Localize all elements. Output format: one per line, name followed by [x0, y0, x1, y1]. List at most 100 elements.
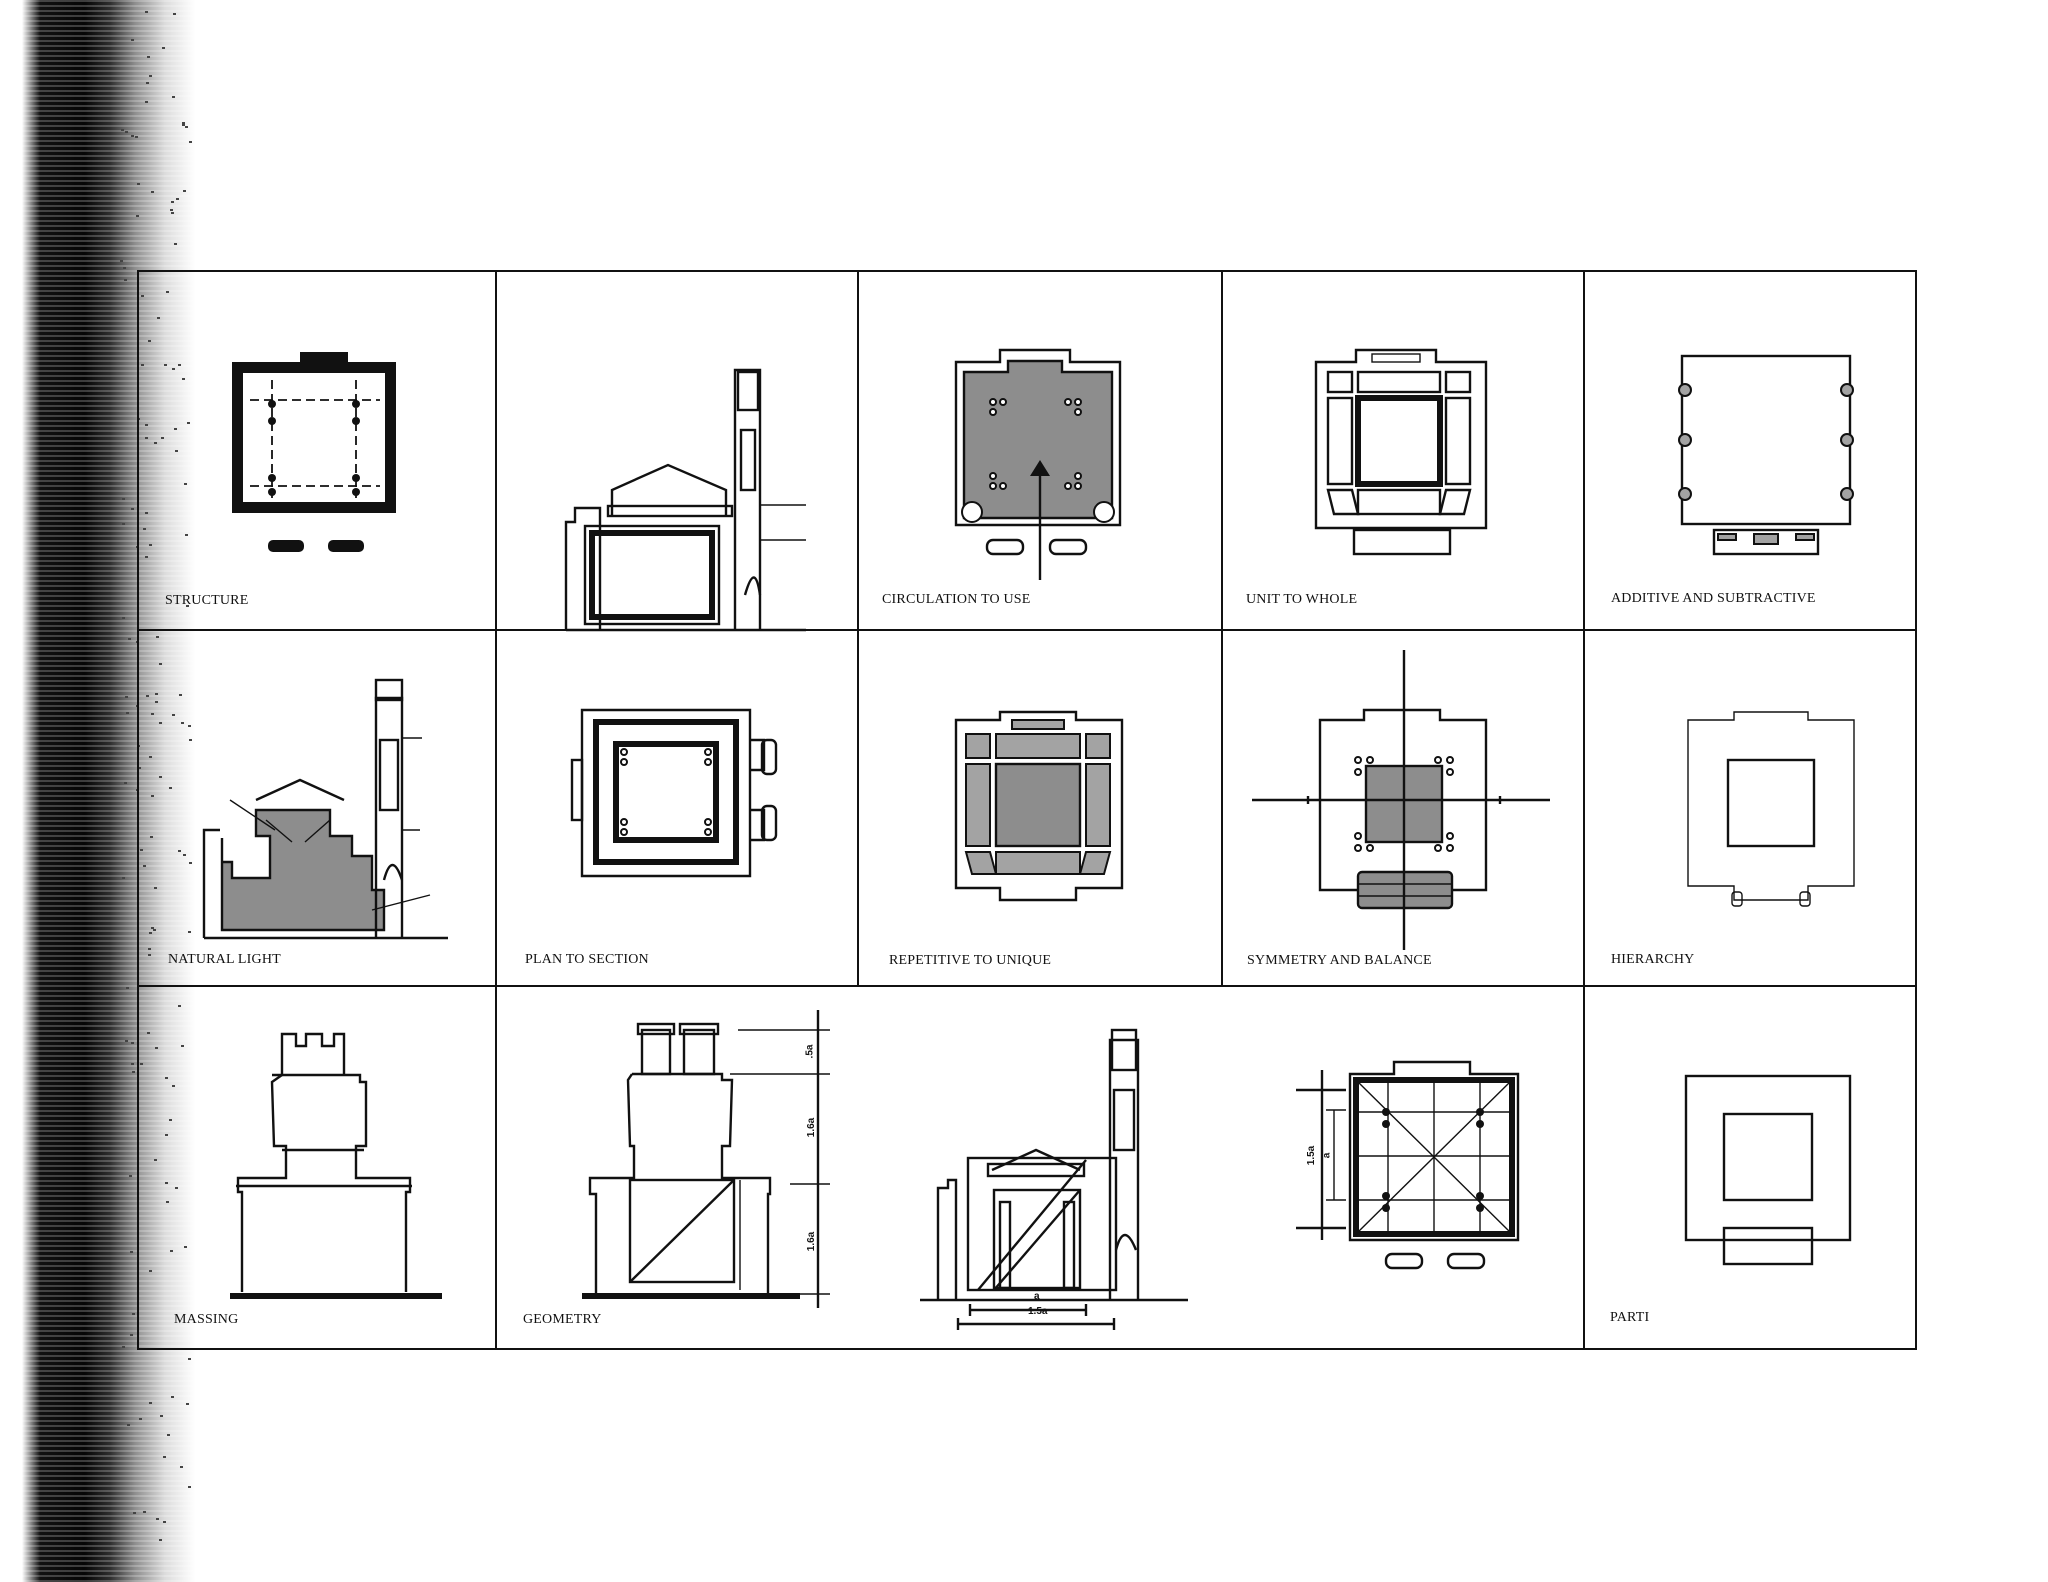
scan-speck [159, 663, 162, 665]
scan-speck [132, 1071, 135, 1073]
label-massing: MASSING [174, 1312, 239, 1327]
diagram-plan-hierarchy [1687, 711, 1855, 907]
scan-speck [162, 47, 165, 49]
scan-speck [153, 929, 156, 931]
dim-label-plan-a: a [1321, 1152, 1333, 1159]
scan-speck [147, 1032, 150, 1034]
scan-speck [169, 1119, 172, 1121]
diagram-plan-structure [232, 352, 396, 552]
scan-speck [157, 317, 160, 319]
scan-speck [172, 1085, 175, 1087]
scan-speck [151, 191, 154, 193]
scan-speck [136, 215, 139, 217]
dim-label-mid: 1.6a [806, 1117, 818, 1138]
scan-speck [163, 1521, 166, 1523]
scan-speck [125, 131, 128, 133]
scan-speck [145, 424, 148, 426]
scan-speck [155, 693, 158, 695]
scan-speck [182, 378, 185, 380]
label-geometry: GEOMETRY [523, 1312, 602, 1327]
scan-speck [145, 437, 148, 439]
scan-speck [156, 636, 159, 638]
scan-speck [122, 523, 125, 525]
scan-speck [180, 1466, 183, 1468]
scan-speck [143, 1511, 146, 1513]
scan-speck [159, 722, 162, 724]
dim-label-plan-depth: 1.5a [1306, 1145, 1318, 1166]
scan-speck [154, 442, 157, 444]
scan-speck [121, 129, 124, 131]
scan-speck [170, 1250, 173, 1252]
scan-speck [171, 1396, 174, 1398]
scan-speck [187, 422, 190, 424]
scan-speck [143, 865, 146, 867]
label-plan-to-section: PLAN TO SECTION [525, 952, 649, 967]
scan-speck [183, 190, 186, 192]
scan-speck [126, 712, 129, 714]
scan-speck [125, 1040, 128, 1042]
scan-speck [122, 877, 125, 879]
scan-speck [131, 135, 134, 137]
scan-speck [178, 364, 181, 366]
scan-speck [130, 1251, 133, 1253]
diagram-plan-proportion [1296, 1060, 1520, 1270]
scan-speck [159, 776, 162, 778]
scan-speck [138, 767, 141, 769]
diagram-elevation-massing [230, 1032, 442, 1299]
scan-speck [130, 1334, 133, 1336]
scan-speck [128, 638, 131, 640]
scan-speck [181, 722, 184, 724]
diagram-plan-units [1314, 348, 1488, 556]
scan-speck [165, 1182, 168, 1184]
diagram-section-natural-light [202, 678, 448, 940]
scan-speck [140, 849, 143, 851]
scan-speck [151, 795, 154, 797]
scan-speck [145, 101, 148, 103]
scan-speck [145, 556, 148, 558]
label-repetitive-to-unique: REPETITIVE TO UNIQUE [889, 953, 1052, 968]
grid-frame [137, 270, 1917, 1350]
label-natural-light: NATURAL LIGHT [168, 952, 281, 967]
scan-speck [165, 1134, 168, 1136]
scan-speck [120, 260, 123, 262]
scan-speck [135, 136, 138, 138]
scan-speck [150, 836, 153, 838]
scan-speck [175, 450, 178, 452]
scan-speck [154, 887, 157, 889]
scan-speck [132, 1313, 135, 1315]
scan-speck [161, 437, 164, 439]
scan-speck [176, 198, 179, 200]
scan-speck [124, 279, 127, 281]
scan-speck [183, 854, 186, 856]
diagram-plan-repetitive [954, 710, 1124, 902]
scan-speck [172, 96, 175, 98]
scan-speck [174, 428, 177, 430]
scan-speck [156, 1518, 159, 1520]
scan-speck [146, 695, 149, 697]
scan-speck [122, 1346, 125, 1348]
diagram-elevation-geometry [582, 1010, 830, 1308]
scan-speck [186, 605, 189, 607]
dim-label-base: 1.6a [806, 1231, 818, 1252]
scan-speck [185, 126, 188, 128]
scan-speck [189, 739, 192, 741]
diagram-plan-parti [1684, 1074, 1852, 1266]
scan-speck [126, 987, 129, 989]
scan-speck [149, 1270, 152, 1272]
scan-speck [172, 368, 175, 370]
scan-speck [188, 725, 191, 727]
scan-speck [179, 694, 182, 696]
scan-speck [149, 544, 152, 546]
scan-speck [139, 1418, 142, 1420]
scan-speck [140, 1063, 143, 1065]
scan-speck [143, 528, 146, 530]
scan-speck [171, 201, 174, 203]
scan-speck [166, 291, 169, 293]
scan-speck [154, 1159, 157, 1161]
scan-speck [171, 212, 174, 214]
scan-speck [131, 39, 134, 41]
scan-speck [172, 714, 175, 716]
scan-speck [188, 1486, 191, 1488]
scan-speck [123, 267, 126, 269]
